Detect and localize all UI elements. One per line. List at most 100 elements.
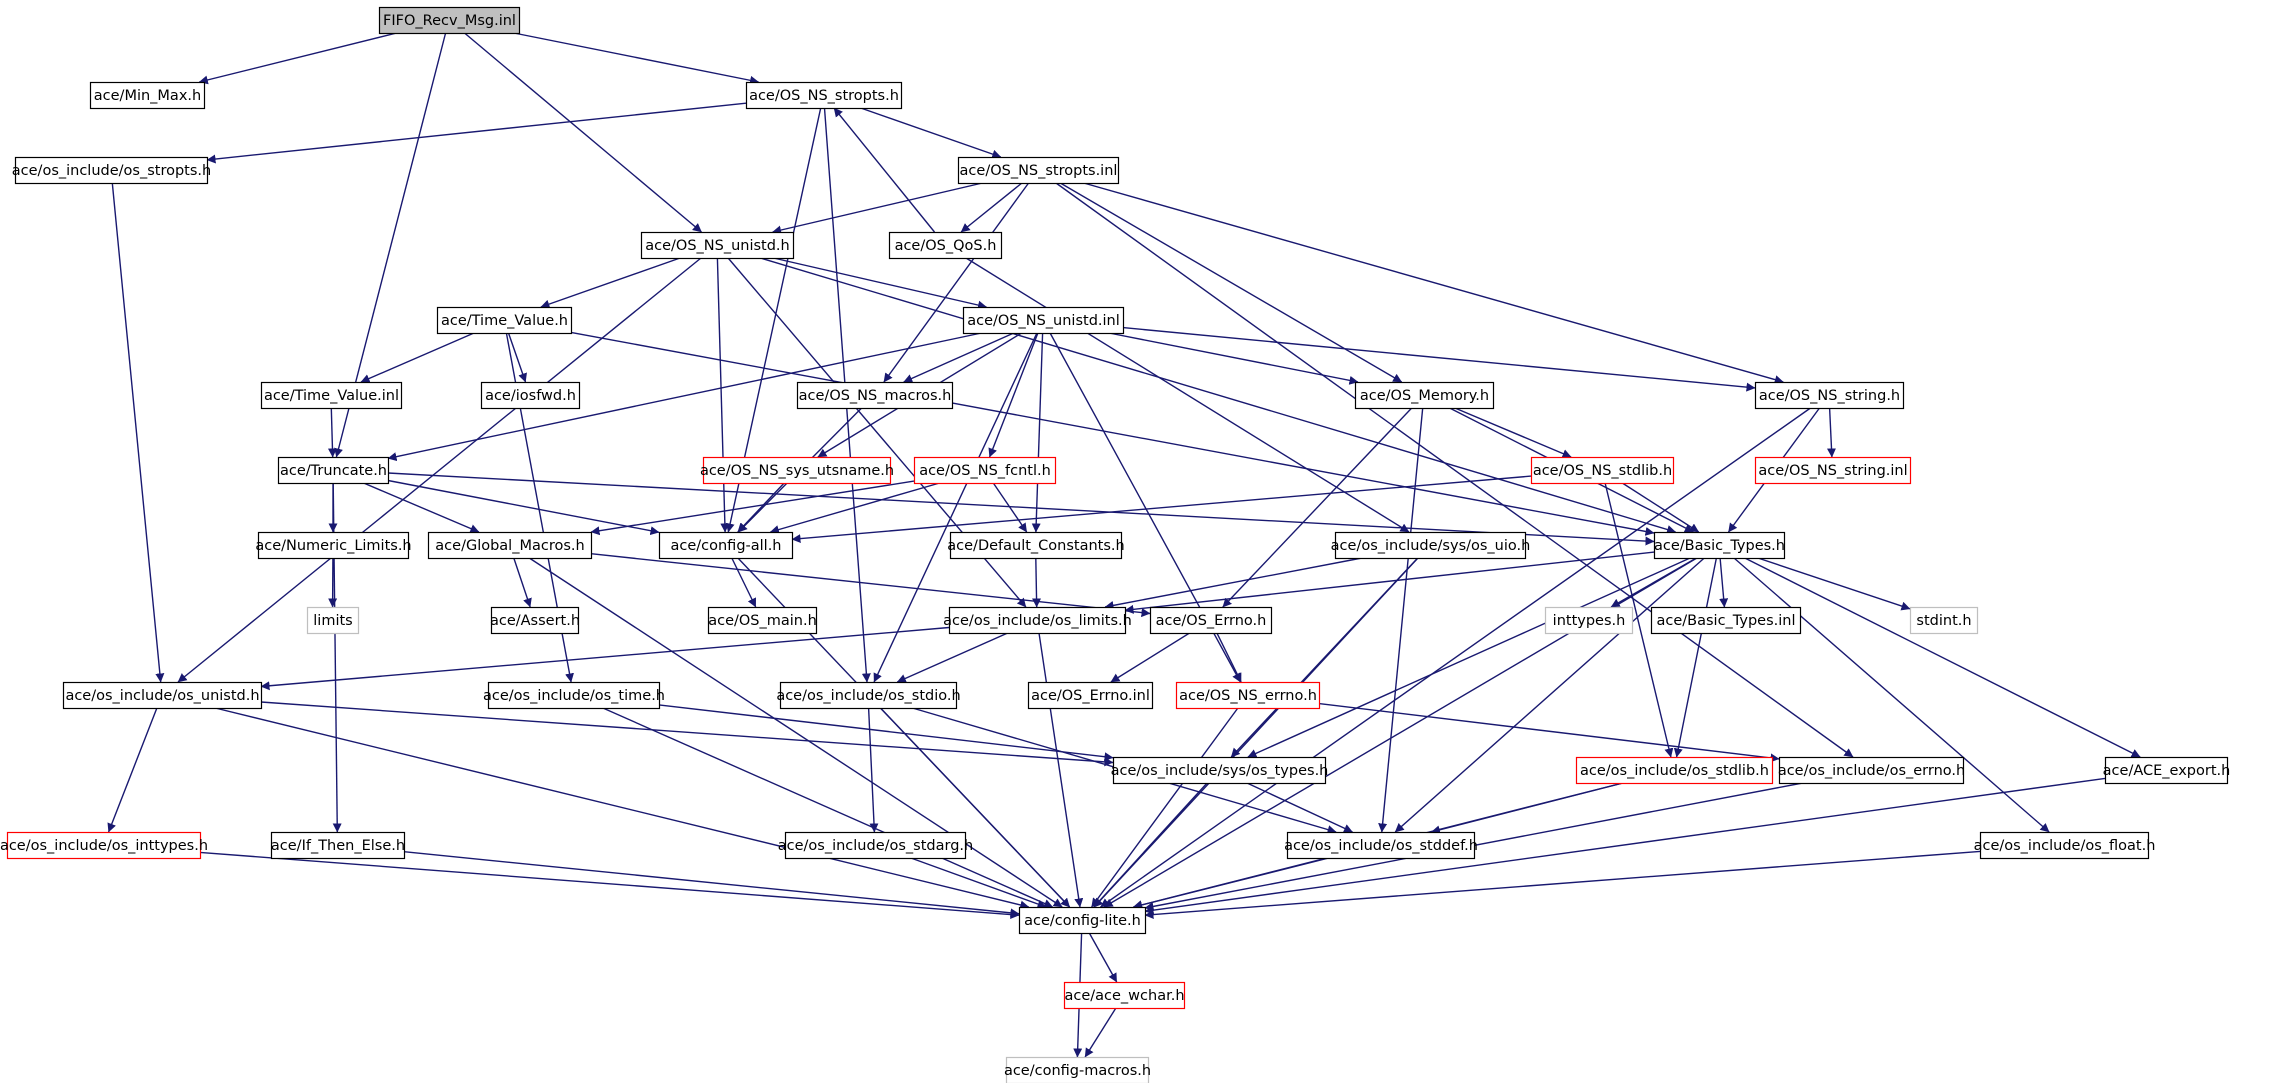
node-limits[interactable]: limits: [306, 606, 360, 635]
node-box[interactable]: [490, 606, 580, 635]
node-box[interactable]: [1005, 1056, 1150, 1083]
node-basic_types_inl[interactable]: ace/Basic_Types.inl: [1650, 606, 1802, 635]
node-box[interactable]: [1653, 531, 1786, 560]
node-stdint[interactable]: stdint.h: [1909, 606, 1979, 635]
node-os_ns_fcntl[interactable]: ace/OS_NS_fcntl.h: [913, 456, 1057, 485]
node-basic_types_h[interactable]: ace/Basic_Types.h: [1653, 531, 1786, 560]
node-box[interactable]: [260, 381, 403, 410]
node-time_value_inl[interactable]: ace/Time_Value.inl: [260, 381, 403, 410]
node-box[interactable]: [1027, 681, 1154, 710]
node-box[interactable]: [784, 831, 967, 860]
node-box[interactable]: [640, 231, 795, 260]
node-box[interactable]: [1286, 831, 1476, 860]
node-box[interactable]: [913, 456, 1057, 485]
node-os_ns_errno[interactable]: ace/OS_NS_errno.h: [1175, 681, 1321, 710]
node-box[interactable]: [888, 231, 1003, 260]
node-box[interactable]: [1575, 756, 1774, 785]
node-os_ns_stropts_inl[interactable]: ace/OS_NS_stropts.inl: [957, 156, 1120, 185]
node-box[interactable]: [949, 531, 1123, 560]
node-box[interactable]: [1778, 756, 1965, 785]
node-box[interactable]: [306, 606, 360, 635]
node-box[interactable]: [270, 831, 406, 860]
node-box[interactable]: [14, 156, 209, 185]
node-os_qos[interactable]: ace/OS_QoS.h: [888, 231, 1003, 260]
node-time_value_h[interactable]: ace/Time_Value.h: [436, 306, 573, 335]
node-os_unistd[interactable]: ace/os_include/os_unistd.h: [62, 681, 263, 710]
node-config_macros[interactable]: ace/config-macros.h: [1004, 1056, 1151, 1083]
node-os_stdio[interactable]: ace/os_include/os_stdio.h: [776, 681, 961, 710]
node-numeric_limits[interactable]: ace/Numeric_Limits.h: [255, 531, 412, 560]
node-sys_os_uio[interactable]: ace/os_include/sys/os_uio.h: [1331, 531, 1531, 560]
node-box[interactable]: [702, 456, 892, 485]
node-box[interactable]: [658, 531, 794, 560]
node-os_memory[interactable]: ace/OS_Memory.h: [1354, 381, 1495, 410]
node-os_float[interactable]: ace/os_include/os_float.h: [1974, 831, 2156, 860]
node-inttypes[interactable]: inttypes.h: [1544, 606, 1634, 635]
node-sys_types[interactable]: ace/os_include/sys/os_types.h: [1111, 756, 1329, 785]
node-assert[interactable]: ace/Assert.h: [490, 606, 580, 635]
node-os_ns_stdlib[interactable]: ace/OS_NS_stdlib.h: [1530, 456, 1675, 485]
node-config_all[interactable]: ace/config-all.h: [658, 531, 794, 560]
node-box[interactable]: [1544, 606, 1634, 635]
node-os_include_stropts[interactable]: ace/os_include/os_stropts.h: [12, 156, 211, 185]
node-box[interactable]: [1754, 381, 1905, 410]
node-min_max[interactable]: ace/Min_Max.h: [89, 81, 206, 110]
node-box[interactable]: [1175, 681, 1321, 710]
node-os_main[interactable]: ace/OS_main.h: [707, 606, 818, 635]
node-box[interactable]: [6, 831, 202, 860]
node-os_stdarg[interactable]: ace/os_include/os_stdarg.h: [778, 831, 973, 860]
node-box[interactable]: [745, 81, 903, 110]
node-ace_wchar[interactable]: ace/ace_wchar.h: [1063, 981, 1186, 1010]
node-box[interactable]: [1530, 456, 1675, 485]
node-os_errno_inl[interactable]: ace/OS_Errno.inl: [1027, 681, 1154, 710]
node-os_stdlib[interactable]: ace/os_include/os_stdlib.h: [1575, 756, 1774, 785]
node-os_limits[interactable]: ace/os_include/os_limits.h: [943, 606, 1132, 635]
node-ace_export[interactable]: ace/ACE_export.h: [2103, 756, 2231, 785]
node-box[interactable]: [779, 681, 958, 710]
node-box[interactable]: [948, 606, 1127, 635]
node-os_ns_stropts_h[interactable]: ace/OS_NS_stropts.h: [745, 81, 903, 110]
node-box[interactable]: [1112, 756, 1327, 785]
node-os_stddef[interactable]: ace/os_include/os_stddef.h: [1284, 831, 1478, 860]
node-box[interactable]: [257, 531, 410, 560]
node-box[interactable]: [480, 381, 581, 410]
node-box[interactable]: [487, 681, 661, 710]
node-os_ns_unistd_inl[interactable]: ace/OS_NS_unistd.inl: [962, 306, 1125, 335]
node-default_constants[interactable]: ace/Default_Constants.h: [947, 531, 1125, 560]
node-box[interactable]: [378, 6, 521, 35]
node-os_ns_string_inl[interactable]: ace/OS_NS_string.inl: [1754, 456, 1912, 485]
node-box[interactable]: [89, 81, 206, 110]
node-box[interactable]: [1334, 531, 1527, 560]
node-config_lite[interactable]: ace/config-lite.h: [1018, 906, 1147, 935]
node-inc_os_errno[interactable]: ace/os_include/os_errno.h: [1778, 756, 1965, 785]
node-box[interactable]: [962, 306, 1125, 335]
node-box[interactable]: [1754, 456, 1912, 485]
node-box[interactable]: [1149, 606, 1273, 635]
node-root[interactable]: FIFO_Recv_Msg.inl: [378, 6, 521, 35]
node-box[interactable]: [62, 681, 263, 710]
node-os_ns_string_h[interactable]: ace/OS_NS_string.h: [1754, 381, 1905, 410]
node-box[interactable]: [957, 156, 1120, 185]
node-global_macros[interactable]: ace/Global_Macros.h: [427, 531, 593, 560]
node-os_ns_macros[interactable]: ace/OS_NS_macros.h: [796, 381, 954, 410]
node-os_inttypes[interactable]: ace/os_include/os_inttypes.h: [0, 831, 208, 860]
node-os_time[interactable]: ace/os_include/os_time.h: [483, 681, 665, 710]
node-sys_utsname[interactable]: ace/OS_NS_sys_utsname.h: [700, 456, 894, 485]
node-box[interactable]: [1354, 381, 1495, 410]
node-box[interactable]: [436, 306, 573, 335]
node-box[interactable]: [277, 456, 390, 485]
node-box[interactable]: [427, 531, 593, 560]
node-box[interactable]: [1018, 906, 1147, 935]
node-box[interactable]: [796, 381, 954, 410]
node-truncate[interactable]: ace/Truncate.h: [277, 456, 390, 485]
node-box[interactable]: [1909, 606, 1979, 635]
node-box[interactable]: [1063, 981, 1186, 1010]
node-box[interactable]: [1979, 831, 2150, 860]
node-os_errno_h[interactable]: ace/OS_Errno.h: [1149, 606, 1273, 635]
node-box[interactable]: [2104, 756, 2229, 785]
node-iosfwd[interactable]: ace/iosfwd.h: [480, 381, 581, 410]
node-if_then_else[interactable]: ace/If_Then_Else.h: [270, 831, 406, 860]
node-box[interactable]: [707, 606, 818, 635]
node-box[interactable]: [1650, 606, 1802, 635]
node-os_ns_unistd_h[interactable]: ace/OS_NS_unistd.h: [640, 231, 795, 260]
